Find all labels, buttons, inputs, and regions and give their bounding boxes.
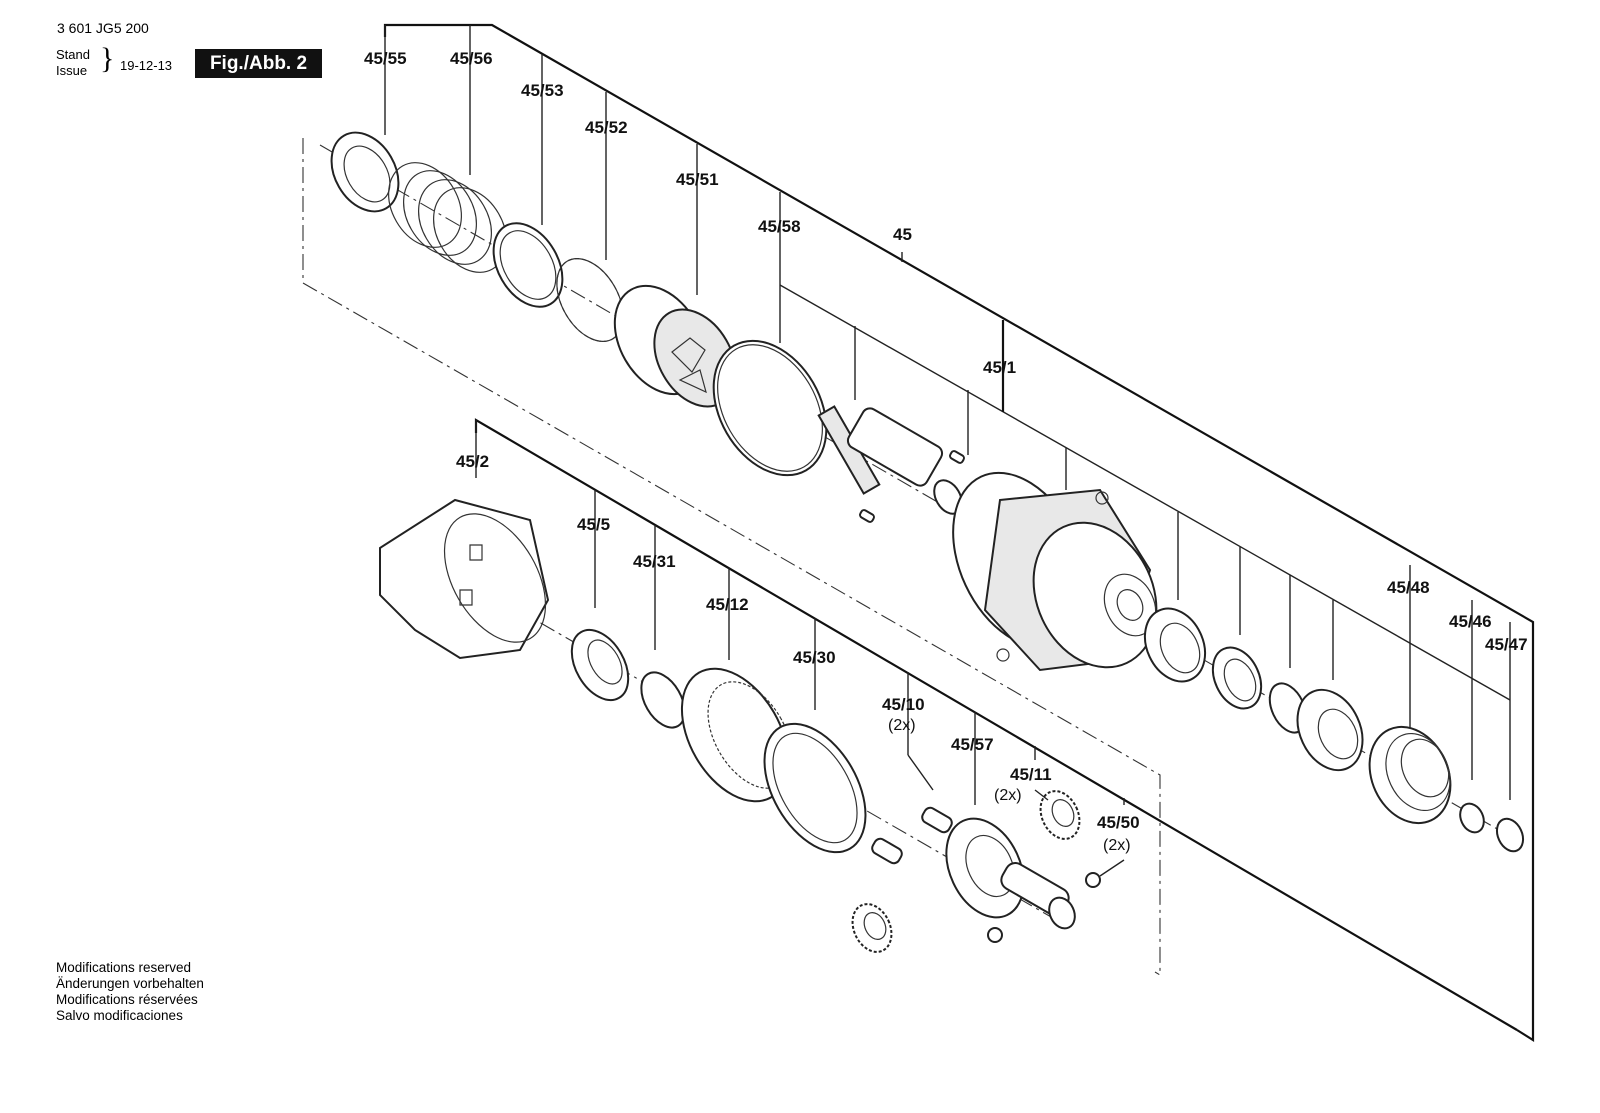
footer-note: Änderungen vorbehalten: [56, 976, 204, 991]
part-45-52-ball-ring: [556, 257, 624, 343]
footer-note: Modifications réservées: [56, 992, 198, 1007]
label-45-11-qty: (2x): [994, 787, 1022, 804]
part-45-53-washer: [492, 222, 564, 308]
part-45-58-o-ring: [712, 339, 828, 477]
label-45-52: 45/52: [585, 118, 628, 137]
part-45-spindle: [817, 405, 965, 523]
document-number: 3 601 JG5 200: [57, 20, 149, 36]
part-nut: [1143, 607, 1207, 683]
label-45-31: 45/31: [633, 552, 676, 571]
label-45-51: 45/51: [676, 170, 719, 189]
part-45-46-ring: [1459, 802, 1485, 834]
upper-bracket: [383, 23, 1535, 1042]
part-45-30-washer: [763, 722, 867, 854]
label-45-12: 45/12: [706, 595, 749, 614]
label-45-58: 45/58: [758, 217, 801, 236]
label-45-30: 45/30: [793, 648, 836, 667]
label-45-11: 45/11: [1010, 765, 1052, 784]
label-45-56: 45/56: [450, 49, 493, 68]
label-45: 45: [893, 225, 912, 244]
brace: }: [100, 42, 115, 75]
label-45-53: 45/53: [521, 81, 564, 100]
dash-dot-boundary: [302, 138, 1161, 976]
label-45-57: 45/57: [951, 735, 994, 754]
part-45-2-gear-housing: [379, 498, 550, 660]
part-45-57-planet-carrier: [945, 817, 1076, 930]
label-45-47: 45/47: [1485, 635, 1528, 654]
part-45-48-threaded-sleeve: [1368, 725, 1452, 825]
issue-label: Issue: [56, 63, 88, 78]
part-45-11-planet-gears: [851, 789, 1081, 953]
part-45-47-retaining-ring: [1495, 817, 1525, 853]
part-45-50-balls: [987, 859, 1125, 943]
part-45-55-seal-ring: [330, 131, 400, 213]
part-45-1-housing: [952, 471, 1158, 672]
label-45-1: 45/1: [983, 358, 1016, 377]
figure-label: Fig./Abb. 2: [195, 49, 322, 78]
issue-date: 19-12-13: [120, 58, 173, 73]
label-45-10: 45/10: [882, 695, 925, 714]
label-45-2: 45/2: [456, 452, 489, 471]
lower-bracket: [474, 418, 1518, 1031]
part-small-spring: [1211, 646, 1263, 710]
part-45-5-bearing: [570, 628, 630, 702]
label-45-48: 45/48: [1387, 578, 1430, 597]
part-45-10-pins: [871, 690, 953, 865]
label-45-55: 45/55: [364, 49, 407, 68]
part-45-12-ring-gear: [680, 667, 793, 803]
footer-note: Modifications reserved: [56, 960, 192, 975]
part-labels: 45/55 45/56 45/53 45/52 45/51 45/58 45 4…: [364, 49, 1528, 854]
part-45-31-ring: [640, 671, 686, 729]
sub-bracket-45-1: [779, 284, 1511, 701]
part-45-56-spring: [388, 162, 507, 273]
label-45-5: 45/5: [577, 515, 610, 534]
part-bearing: [1296, 688, 1364, 772]
label-45-10-qty: (2x): [888, 717, 916, 734]
label-45-50: 45/50: [1097, 813, 1140, 832]
stand-label: Stand: [56, 47, 90, 62]
footer-note: Salvo modificaciones: [56, 1008, 183, 1023]
label-45-46: 45/46: [1449, 612, 1492, 631]
label-45-50-qty: (2x): [1103, 837, 1131, 854]
